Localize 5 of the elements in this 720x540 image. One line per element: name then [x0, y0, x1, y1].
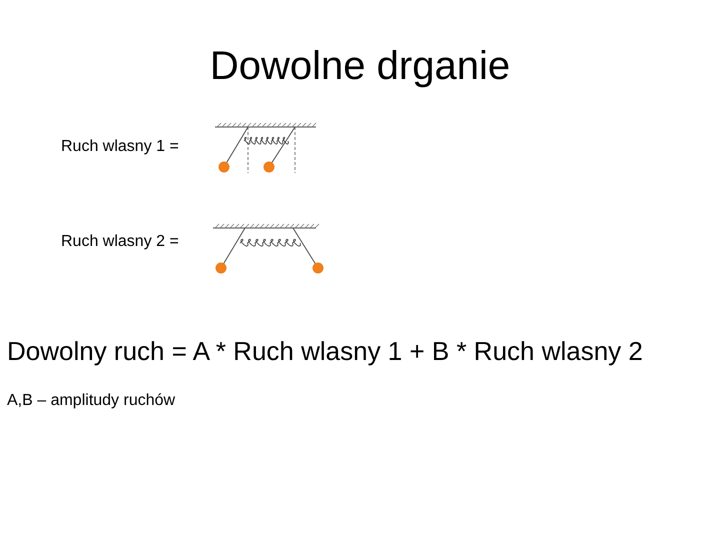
slide-title: Dowolne drganie [208, 44, 512, 89]
note-text: A,B – amplitudy ruchów [7, 392, 176, 410]
equation-text: Dowolny ruch = A * Ruch wlasny 1 + B * Ruch wlasny 2 [7, 336, 643, 367]
equation-label: Ruch wlasny 2 = [61, 233, 179, 251]
equation-label: Ruch wlasny 1 = [61, 138, 179, 156]
